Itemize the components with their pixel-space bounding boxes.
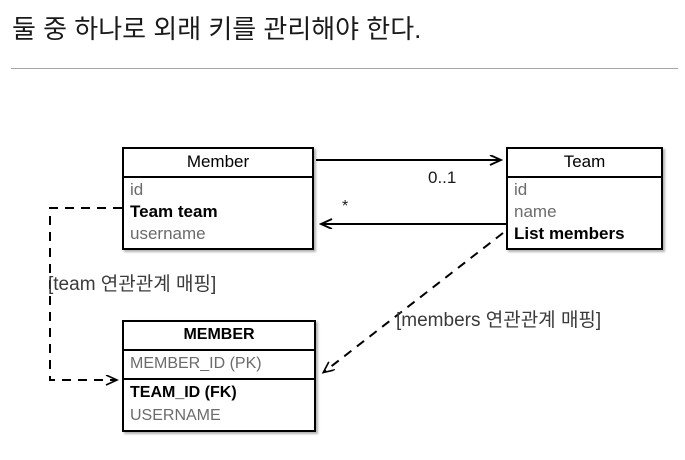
multiplicity-label-member-to-team: 0..1	[428, 168, 457, 187]
multiplicity-label-team-to-member: *	[342, 198, 349, 215]
attribute-row: name	[514, 202, 557, 221]
attribute-row: username	[130, 224, 206, 243]
class-box-member-attributes: id Team team username	[124, 178, 312, 248]
column-row: MEMBER_ID (PK)	[130, 355, 262, 372]
class-box-member-title: Member	[124, 149, 312, 178]
note-team-mapping: [team 연관관계 매핑]	[48, 274, 217, 295]
title-divider	[11, 68, 678, 69]
attribute-row: Team team	[130, 202, 218, 221]
attribute-row: id	[514, 180, 528, 199]
column-row: USERNAME	[130, 407, 221, 424]
class-box-member[interactable]: Member id Team team username	[122, 147, 314, 250]
table-box-member-keys: MEMBER_ID (PK)	[124, 351, 314, 378]
class-box-team-attributes: id name List members	[508, 178, 661, 248]
class-box-team-title: Team	[508, 149, 661, 178]
table-box-member-title: MEMBER	[124, 322, 314, 351]
class-box-team[interactable]: Team id name List members	[506, 147, 663, 250]
column-row: TEAM_ID (FK)	[130, 384, 237, 401]
table-box-member-columns: TEAM_ID (FK) USERNAME	[124, 378, 314, 430]
table-box-member[interactable]: MEMBER MEMBER_ID (PK) TEAM_ID (FK) USERN…	[122, 320, 316, 432]
edge-members-mapping	[324, 232, 504, 372]
page-title: 둘 중 하나로 외래 키를 관리해야 한다.	[12, 14, 422, 44]
attribute-row: id	[130, 180, 144, 199]
note-members-mapping: [members 연관관계 매핑]	[396, 310, 602, 331]
attribute-row: List members	[514, 224, 625, 243]
